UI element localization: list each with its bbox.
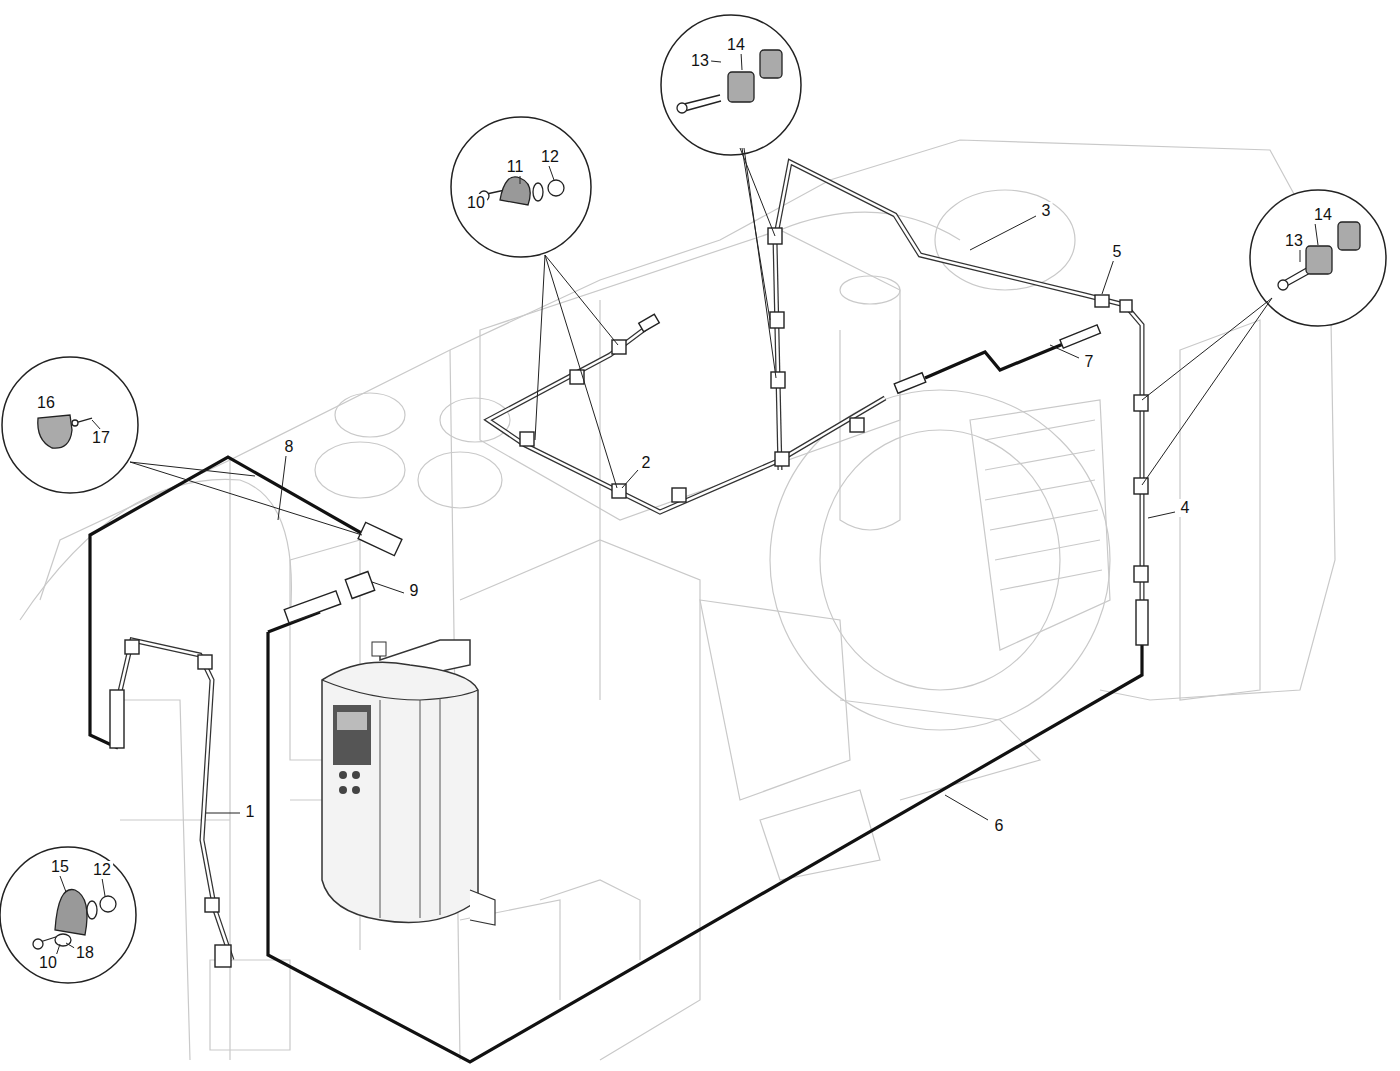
callout-number: 10 [465, 194, 487, 212]
callout-number: 5 [1111, 243, 1124, 261]
leader-line [55, 52, 1318, 959]
callout-number: 3 [1040, 202, 1053, 220]
hose-outline [90, 342, 1142, 1062]
callout-number: 17 [90, 429, 112, 447]
callout-number: 1 [244, 803, 257, 821]
pipe [118, 162, 1142, 960]
detail-circle [0, 15, 1386, 983]
machine-outline [20, 140, 1335, 1060]
callout-number: 12 [91, 861, 113, 879]
callout-number: 13 [1283, 232, 1305, 250]
callout-number: 8 [283, 438, 296, 456]
part-sketch [33, 50, 1360, 949]
filter-canister [322, 640, 495, 925]
callout-number: 15 [49, 858, 71, 876]
callout-number: 6 [993, 817, 1006, 835]
callout-number: 4 [1179, 499, 1192, 517]
callout-number: 18 [74, 944, 96, 962]
callout-number: 12 [539, 148, 561, 166]
callout-number: 2 [640, 454, 653, 472]
callout-number: 9 [408, 582, 421, 600]
callout-number: 13 [689, 52, 711, 70]
callout-number: 11 [505, 158, 526, 176]
fitting [110, 228, 1148, 967]
callout-number: 10 [37, 954, 59, 972]
callout-number: 14 [725, 36, 747, 54]
callout-number: 7 [1083, 353, 1096, 371]
callout-number: 16 [35, 394, 57, 412]
callout-number: 14 [1312, 206, 1334, 224]
